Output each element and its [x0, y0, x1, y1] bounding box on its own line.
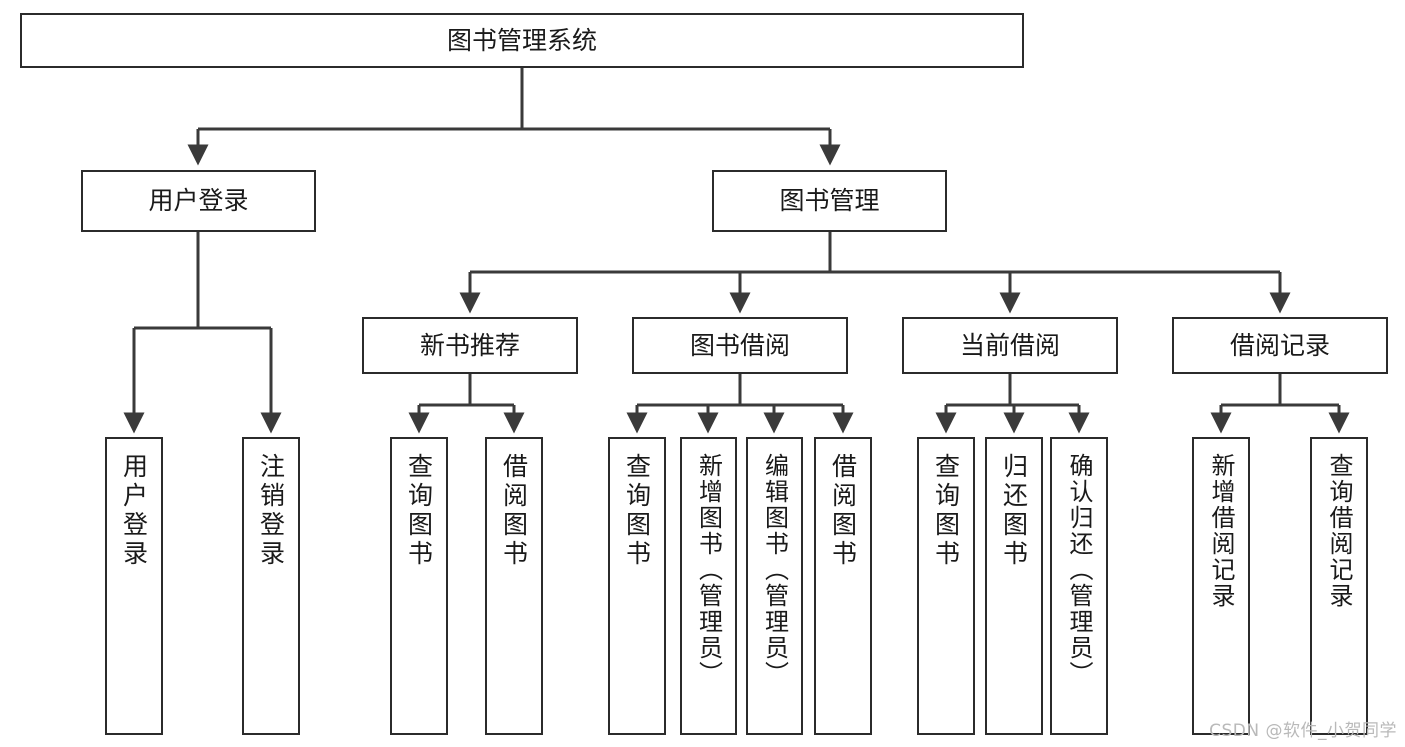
- node-leaf-query-book-1[interactable]: 查询图书: [390, 437, 448, 735]
- node-leaf-logout-label: 注销登录: [256, 453, 286, 569]
- node-leaf-add-book-label: 新增图书（管理员）: [694, 453, 723, 687]
- node-leaf-borrow-book-1-label: 借阅图书: [499, 453, 529, 569]
- node-leaf-user-login-label: 用户登录: [119, 453, 149, 569]
- node-leaf-query-record[interactable]: 查询借阅记录: [1310, 437, 1368, 735]
- node-leaf-query-book-2[interactable]: 查询图书: [608, 437, 666, 735]
- node-leaf-query-record-label: 查询借阅记录: [1325, 453, 1353, 609]
- node-leaf-query-book-1-label: 查询图书: [404, 453, 434, 569]
- node-leaf-add-record[interactable]: 新增借阅记录: [1192, 437, 1250, 735]
- node-current-borrow-label: 当前借阅: [959, 330, 1060, 360]
- node-user-login-label: 用户登录: [148, 186, 249, 216]
- node-leaf-borrow-book-1[interactable]: 借阅图书: [485, 437, 543, 735]
- node-book-manage-label: 图书管理: [779, 186, 880, 216]
- node-leaf-query-book-3[interactable]: 查询图书: [917, 437, 975, 735]
- node-leaf-confirm-return[interactable]: 确认归还（管理员）: [1050, 437, 1108, 735]
- node-current-borrow[interactable]: 当前借阅: [902, 317, 1118, 374]
- node-new-book-rec-label: 新书推荐: [419, 330, 520, 360]
- node-leaf-user-login[interactable]: 用户登录: [105, 437, 163, 735]
- node-root[interactable]: 图书管理系统: [20, 13, 1024, 68]
- node-book-borrow-label: 图书借阅: [689, 330, 790, 360]
- node-leaf-return-book[interactable]: 归还图书: [985, 437, 1043, 735]
- node-leaf-logout[interactable]: 注销登录: [242, 437, 300, 735]
- node-user-login[interactable]: 用户登录: [81, 170, 316, 232]
- node-leaf-add-book[interactable]: 新增图书（管理员）: [680, 437, 737, 735]
- node-book-manage[interactable]: 图书管理: [712, 170, 947, 232]
- node-leaf-query-book-3-label: 查询图书: [931, 453, 961, 569]
- node-root-label: 图书管理系统: [446, 25, 597, 55]
- node-leaf-confirm-return-label: 确认归还（管理员）: [1065, 453, 1093, 687]
- node-borrow-record[interactable]: 借阅记录: [1172, 317, 1388, 374]
- node-leaf-return-book-label: 归还图书: [999, 453, 1029, 569]
- node-leaf-query-book-2-label: 查询图书: [622, 453, 652, 569]
- node-book-borrow[interactable]: 图书借阅: [632, 317, 848, 374]
- node-leaf-edit-book-label: 编辑图书（管理员）: [760, 453, 789, 687]
- node-borrow-record-label: 借阅记录: [1229, 330, 1330, 360]
- node-leaf-borrow-book-2[interactable]: 借阅图书: [814, 437, 872, 735]
- node-leaf-borrow-book-2-label: 借阅图书: [828, 453, 858, 569]
- node-leaf-add-record-label: 新增借阅记录: [1207, 453, 1235, 609]
- node-leaf-edit-book[interactable]: 编辑图书（管理员）: [746, 437, 803, 735]
- node-new-book-rec[interactable]: 新书推荐: [362, 317, 578, 374]
